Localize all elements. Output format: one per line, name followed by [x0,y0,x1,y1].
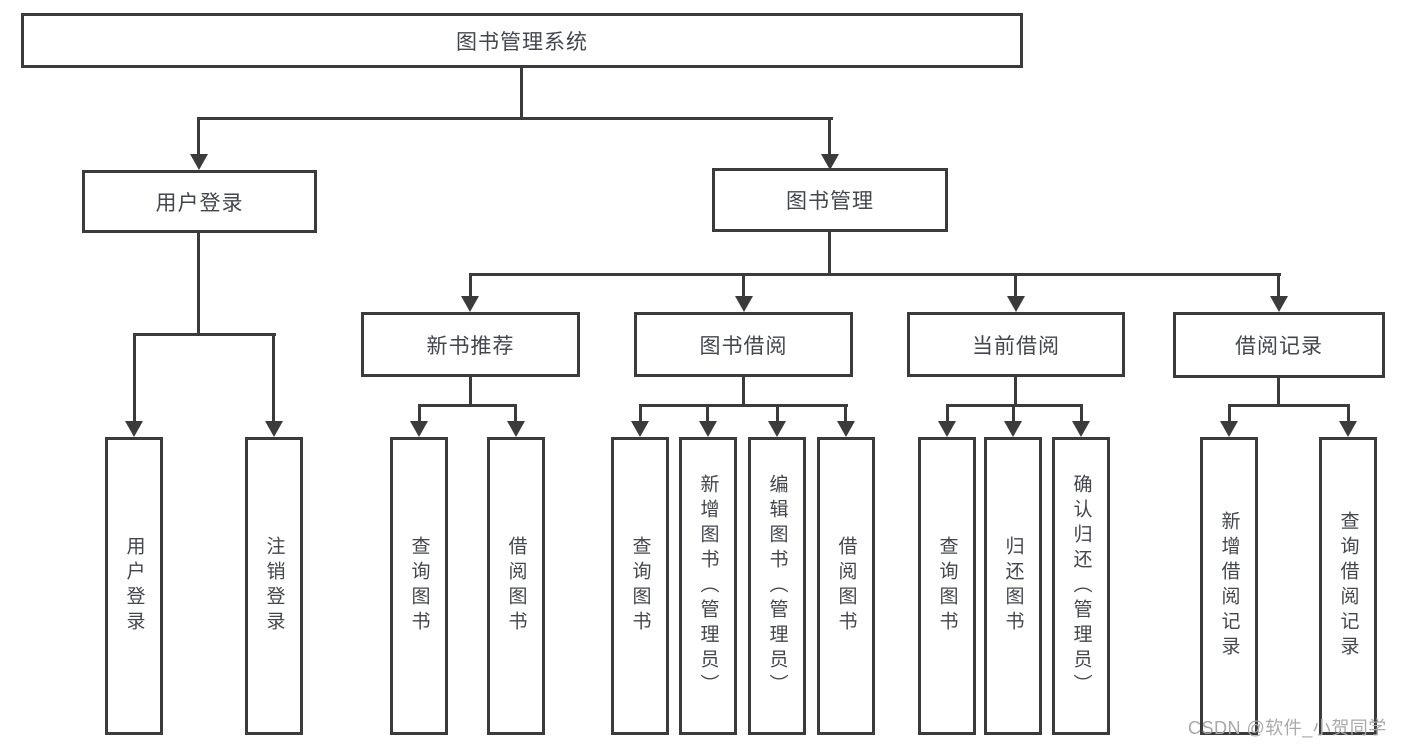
connector-line [469,273,1281,276]
leaf-label: 新增图书（管理员） [697,473,719,699]
leaf-borrow-books: 借阅图书 [817,437,875,735]
leaf-query-books-borrow: 查询图书 [611,437,669,735]
leaf-label: 归还图书 [1002,536,1024,636]
leaf-label: 借阅图书 [505,536,527,636]
leaf-label: 注销登录 [263,536,285,636]
connector-line [1014,273,1017,298]
connector-line [197,117,200,157]
leaf-label: 用户登录 [123,536,145,636]
connector-line [742,377,745,406]
leaf-add-borrow-record: 新增借阅记录 [1200,437,1258,735]
node-book-borrowing: 图书借阅 [634,312,853,377]
leaf-borrow-books-recommend: 借阅图书 [487,437,545,735]
leaf-user-login: 用户登录 [105,437,163,735]
connector-line [133,333,276,336]
node-label: 用户登录 [155,191,244,215]
connector-line [844,404,847,424]
node-label: 新书推荐 [426,334,515,358]
connector-line [1228,404,1231,424]
connector-line [1080,404,1083,424]
csdn-watermark: CSDN @软件_小贺同学 [1188,718,1387,738]
leaf-query-books-recommend: 查询图书 [390,437,448,735]
node-borrowing-records: 借阅记录 [1173,312,1385,378]
connector-line [418,404,421,424]
connector-line [639,404,848,407]
connector-arrowhead [410,421,428,437]
connector-line [742,273,745,298]
node-label: 图书借阅 [699,334,788,358]
connector-line [639,404,642,424]
connector-line [469,377,472,406]
node-library-management-system: 图书管理系统 [21,13,1023,68]
connector-line [1012,404,1015,424]
connector-line [133,333,136,423]
connector-arrowhead [938,421,956,437]
node-label: 图书管理 [786,190,874,213]
connector-arrowhead [837,421,855,437]
connector-arrowhead [735,296,753,312]
leaf-logout: 注销登录 [245,437,303,735]
connector-line [776,404,779,424]
connector-line [1277,273,1280,298]
node-label: 当前借阅 [972,334,1060,358]
connector-arrowhead [1270,296,1288,312]
connector-arrowhead [265,421,283,437]
leaf-edit-books-admin: 编辑图书（管理员） [748,437,806,735]
connector-arrowhead [1007,296,1025,312]
node-book-management: 图书管理 [712,168,948,232]
connector-line [418,404,517,407]
connector-arrowhead [768,421,786,437]
leaf-label: 查询图书 [629,536,651,636]
connector-arrowhead [1220,421,1238,437]
connector-line [520,68,523,120]
leaf-confirm-return-admin: 确认归还（管理员） [1052,437,1110,735]
leaf-label: 确认归还（管理员） [1070,473,1092,699]
connector-arrowhead [461,296,479,312]
connector-line [1228,404,1350,407]
connector-line [197,117,833,120]
connector-line [1014,377,1017,406]
connector-arrowhead [699,421,717,437]
leaf-return-books: 归还图书 [984,437,1042,735]
connector-line [706,404,709,424]
connector-arrowhead [1339,421,1357,437]
connector-line [1277,378,1280,406]
connector-line [828,232,831,276]
leaf-label: 借阅图书 [835,536,857,636]
connector-arrowhead [821,154,839,170]
node-label: 图书管理系统 [456,30,588,54]
node-user-login: 用户登录 [82,170,317,233]
leaf-label: 查询图书 [408,536,430,636]
connector-arrowhead [1004,421,1022,437]
connector-line [946,404,949,424]
connector-line [469,273,472,298]
leaf-query-borrow-record: 查询借阅记录 [1319,437,1377,735]
connector-arrowhead [631,421,649,437]
connector-line [828,117,831,157]
connector-line [514,404,517,424]
node-label: 借阅记录 [1235,335,1323,358]
node-current-borrowing: 当前借阅 [907,312,1125,377]
connector-arrowhead [190,154,208,170]
connector-arrowhead [1072,421,1090,437]
connector-arrowhead [125,421,143,437]
connector-arrowhead [507,421,525,437]
leaf-query-books-current: 查询图书 [918,437,976,735]
connector-line [1347,404,1350,424]
leaf-add-books-admin: 新增图书（管理员） [679,437,737,735]
leaf-label: 查询借阅记录 [1337,511,1359,661]
connector-line [272,333,275,423]
connector-line [197,233,200,336]
leaf-label: 新增借阅记录 [1218,511,1240,661]
leaf-label: 编辑图书（管理员） [766,473,788,699]
node-new-book-recommendation: 新书推荐 [361,312,580,377]
leaf-label: 查询图书 [936,536,958,636]
